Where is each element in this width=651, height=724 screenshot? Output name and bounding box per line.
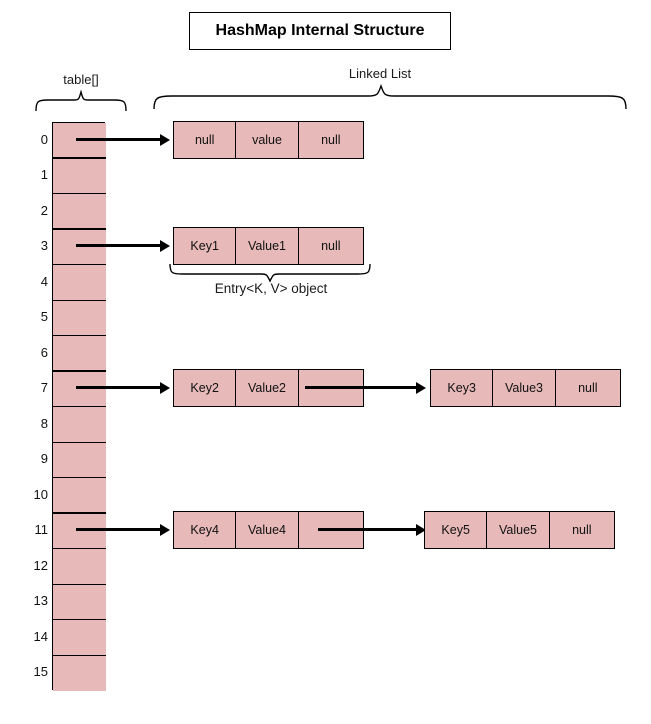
table-index-1: 1	[40, 167, 48, 182]
table-cell-9[interactable]	[53, 442, 106, 478]
table-cell-5[interactable]	[53, 300, 106, 336]
table-cell-3[interactable]	[53, 229, 106, 265]
entry-value-cell: value	[236, 122, 299, 158]
arrow-bucket-0-head	[160, 133, 170, 146]
entry-next-cell: null	[298, 228, 363, 264]
table-cell-10[interactable]	[53, 478, 106, 514]
table-index-9: 9	[40, 451, 48, 466]
page-title: HashMap Internal Structure	[215, 22, 425, 39]
table-array-label: table[]	[63, 72, 99, 87]
table-cell-4[interactable]	[53, 265, 106, 301]
table-index-11: 11	[34, 522, 49, 537]
arrow-bucket-3-head	[160, 239, 170, 252]
arrow-chain-11-line	[318, 528, 418, 531]
arrow-bucket-11-line	[76, 528, 162, 531]
entry-key-cell: Key1	[174, 228, 237, 264]
table-index-3: 3	[40, 238, 48, 253]
entry-node-bucket-7-second[interactable]: Key3 Value3 null	[430, 369, 621, 407]
arrow-chain-7-head	[416, 381, 426, 394]
entry-value-cell: Value1	[236, 228, 299, 264]
table-index-14: 14	[33, 629, 48, 644]
table-index-0: 0	[40, 132, 48, 147]
table-index-5: 5	[40, 309, 48, 324]
table-index-15: 15	[33, 664, 48, 679]
entry-key-cell: Key2	[174, 370, 237, 406]
arrow-bucket-11-head	[160, 523, 170, 536]
table-cell-8[interactable]	[53, 407, 106, 443]
arrow-chain-11-head	[416, 523, 426, 536]
linked-list-label: Linked List	[348, 66, 412, 81]
linked-list-brace	[153, 84, 627, 110]
entry-node-bucket-7-first[interactable]: Key2 Value2	[173, 369, 364, 407]
table-index-2: 2	[40, 203, 48, 218]
entry-next-cell: null	[298, 122, 363, 158]
entry-node-bucket-0[interactable]: null value null	[173, 121, 364, 159]
arrow-bucket-7-head	[160, 381, 170, 394]
arrow-bucket-7-line	[76, 386, 162, 389]
entry-next-cell: null	[555, 370, 620, 406]
entry-key-cell: Key4	[174, 512, 237, 548]
table-cell-11[interactable]	[53, 513, 106, 549]
arrow-bucket-3-line	[76, 244, 162, 247]
table-index-6: 6	[40, 345, 48, 360]
table-index-4: 4	[40, 274, 48, 289]
entry-node-bucket-3[interactable]: Key1 Value1 null	[173, 227, 364, 265]
table-index-12: 12	[33, 558, 48, 573]
table-index-8: 8	[40, 416, 48, 431]
entry-key-cell: Key3	[431, 370, 494, 406]
table-index-10: 10	[33, 487, 48, 502]
table-cell-6[interactable]	[53, 336, 106, 372]
entry-key-cell: Key5	[425, 512, 488, 548]
arrow-chain-7-line	[305, 386, 418, 389]
table-cell-13[interactable]	[53, 584, 106, 620]
entry-node-bucket-11-second[interactable]: Key5 Value5 null	[424, 511, 615, 549]
entry-object-label: Entry<K, V> object	[214, 281, 328, 296]
table-cell-15[interactable]	[53, 655, 106, 691]
table-array-brace	[35, 89, 127, 112]
entry-object-brace	[169, 263, 371, 283]
entry-value-cell: Value3	[493, 370, 556, 406]
table-cell-14[interactable]	[53, 620, 106, 656]
table-index-7: 7	[40, 380, 48, 395]
arrow-bucket-0-line	[76, 138, 162, 141]
table-cell-1[interactable]	[53, 158, 106, 194]
diagram-title-box: HashMap Internal Structure	[189, 12, 451, 50]
entry-value-cell: Value4	[236, 512, 299, 548]
entry-value-cell: Value5	[487, 512, 550, 548]
entry-value-cell: Value2	[236, 370, 299, 406]
entry-next-cell: null	[549, 512, 614, 548]
hash-table-array[interactable]	[52, 122, 106, 691]
table-index-13: 13	[33, 593, 48, 608]
table-cell-2[interactable]	[53, 194, 106, 230]
entry-key-cell: null	[174, 122, 237, 158]
table-cell-12[interactable]	[53, 549, 106, 585]
table-cell-7[interactable]	[53, 371, 106, 407]
